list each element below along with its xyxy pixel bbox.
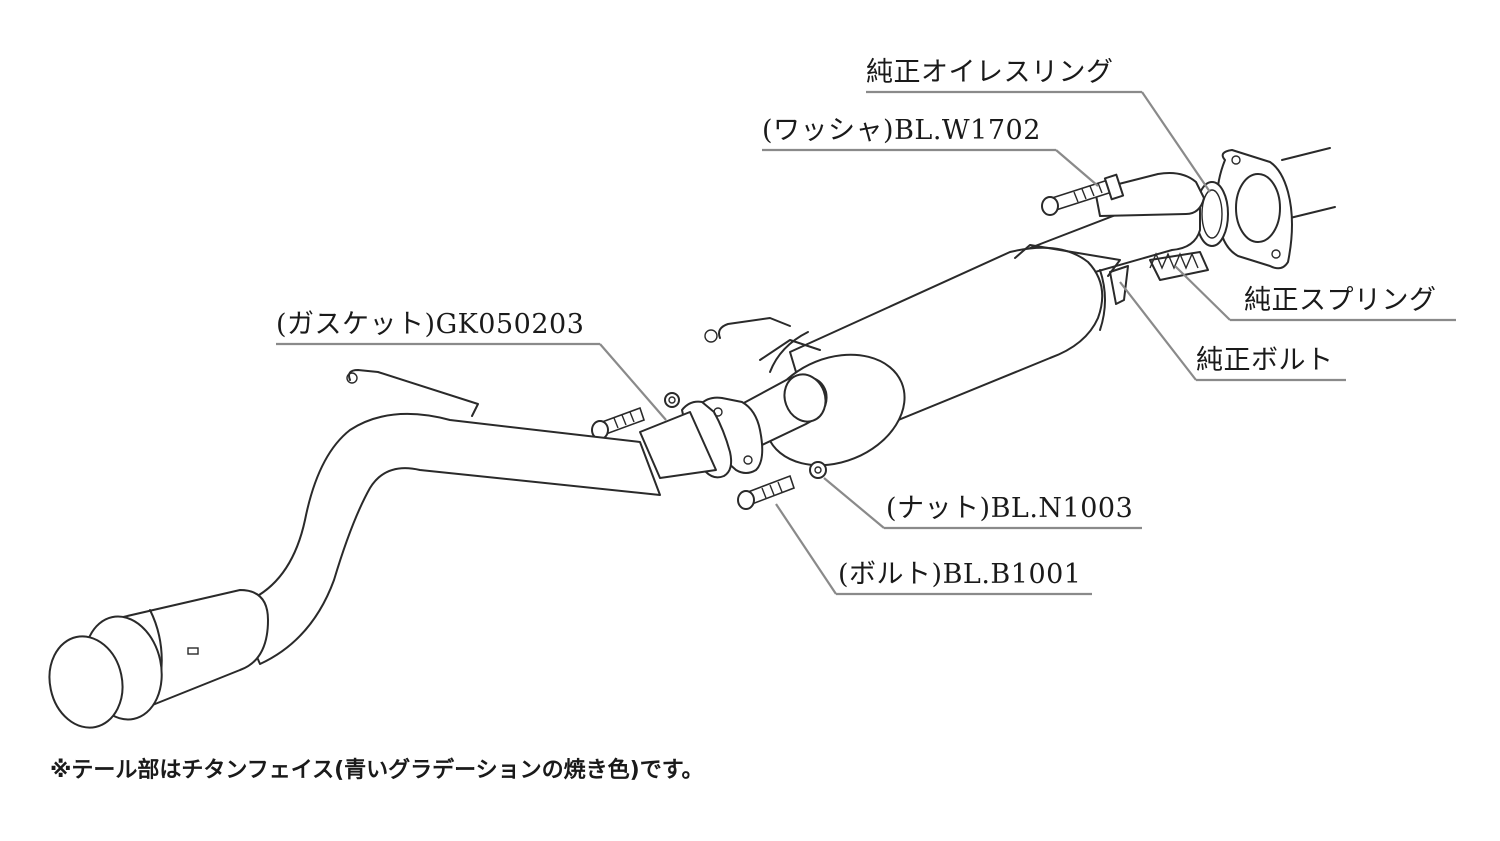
callout-nut: (ナット)BL.N1003 [886,493,1134,524]
callout-washer: (ワッシャ)BL.W1702 [762,115,1041,146]
lower-nut-bolt [737,461,827,510]
main-muffler [704,244,1121,467]
callout-gasket: (ガスケット)GK050203 [276,309,585,340]
callout-oem-spring: 純正スプリング [1244,285,1437,316]
rear-pipe [235,369,661,665]
spring-part [1109,252,1199,305]
center-pipe [739,373,828,447]
callout-oem-bolt: 純正ボルト [1196,345,1334,376]
tail-section [48,589,269,729]
leader-lines [276,90,1456,596]
joint-flanges [639,396,764,479]
upper-nut-bolt [591,392,680,440]
front-pipe [1216,147,1336,270]
washer-bolt-assembly [1041,173,1125,216]
callout-bolt: (ボルト)BL.B1001 [838,559,1082,590]
footnote: ※テール部はチタンフェイス(青いグラデーションの焼き色)です。 [50,758,704,783]
callout-oilless-ring: 純正オイレスリング [866,57,1114,88]
